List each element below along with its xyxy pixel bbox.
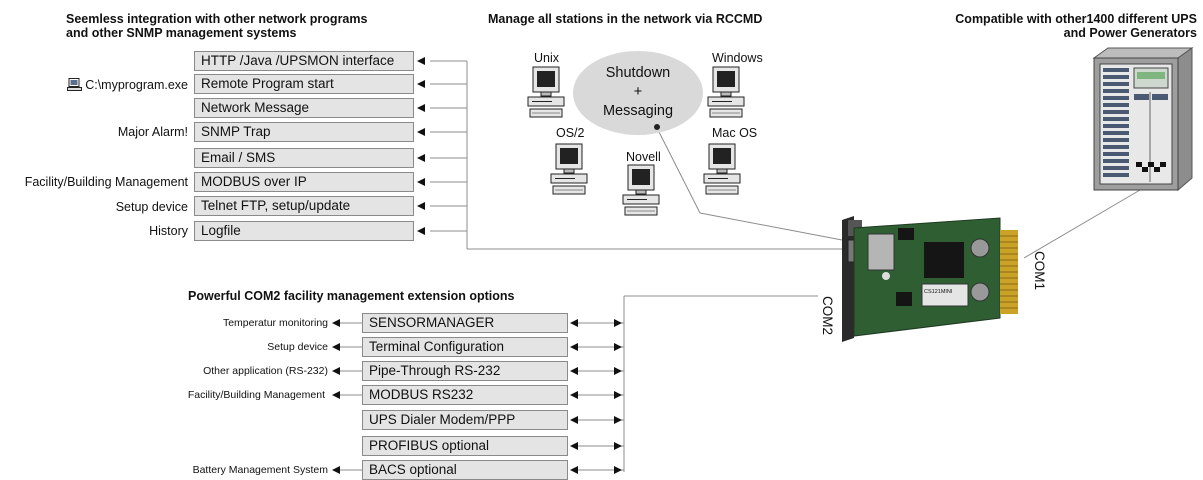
function-box-email-sms: Email / SMS — [194, 148, 414, 168]
function-box-logfile: Logfile — [194, 221, 414, 241]
computer-icon — [527, 66, 565, 118]
station-label-unix: Unix — [534, 51, 560, 65]
integration-heading: Seemless integration with other network … — [66, 12, 367, 40]
computer-icon — [67, 78, 83, 94]
compat-heading: Compatible with other1400 different UPS … — [955, 12, 1197, 40]
ellipse-dot — [654, 124, 660, 130]
function-box-remote-program: Remote Program start — [194, 74, 414, 94]
side-label-setup-device: Setup device — [115, 200, 188, 214]
center-line3: Messaging — [602, 103, 674, 119]
com2-side-setup-device: Setup device — [267, 341, 328, 353]
shutdown-messaging-ellipse — [573, 51, 703, 135]
computer-icon — [622, 164, 660, 216]
ups-cabinet-icon — [1092, 47, 1194, 192]
side-label-facility: Facility/Building Management — [24, 175, 188, 189]
com2-label: COM2 — [820, 295, 836, 336]
side-label-major-alarm: Major Alarm! — [117, 125, 188, 139]
com2-box-profibus: PROFIBUS optional — [362, 436, 568, 456]
com2-side-other-application: Other application (RS-232) — [203, 365, 328, 377]
com2-box-bacs: BACS optional — [362, 460, 568, 480]
rccmd-heading: Manage all stations in the network via R… — [488, 12, 763, 26]
card-chip-label: CS121MINI — [924, 289, 953, 295]
function-box-http: HTTP /Java /UPSMON interface — [194, 51, 414, 71]
function-box-telnet-ftp: Telnet FTP, setup/update — [194, 196, 414, 216]
shutdown-messaging-text: Shutdown + Messaging — [573, 64, 703, 121]
com2-box-terminal-config: Terminal Configuration — [362, 337, 568, 357]
station-label-macos: Mac OS — [712, 126, 758, 140]
center-line1: Shutdown — [605, 65, 671, 81]
com2-side-temperature: Temperatur monitoring — [222, 317, 328, 329]
station-label-novell: Novell — [626, 150, 661, 164]
com2-side-facility: Facility/Building Management — [187, 389, 325, 401]
com2-side-battery: Battery Management System — [192, 464, 328, 476]
computer-icon — [703, 143, 741, 195]
network-card-icon: CS121MINI — [842, 216, 1018, 342]
center-line2: + — [633, 84, 643, 100]
station-label-windows: Windows — [712, 51, 763, 65]
com2-heading: Powerful COM2 facility management extens… — [188, 289, 515, 303]
computer-icon — [707, 66, 745, 118]
station-label-os2: OS/2 — [556, 126, 585, 140]
function-box-snmp-trap: SNMP Trap — [194, 122, 414, 142]
side-label-history: History — [149, 224, 188, 238]
com2-box-pipe-through: Pipe-Through RS-232 — [362, 361, 568, 381]
com1-label: COM1 — [1032, 250, 1048, 291]
side-label-myprogram: C:\myprogram.exe — [67, 78, 188, 94]
compat-heading-line1: Compatible with other1400 different UPS — [955, 12, 1197, 26]
function-box-network-message: Network Message — [194, 98, 414, 118]
com2-box-modbus-rs232: MODBUS RS232 — [362, 385, 568, 405]
integration-heading-line2: and other SNMP management systems — [66, 26, 297, 40]
com2-box-sensormanager: SENSORMANAGER — [362, 313, 568, 333]
function-box-modbus-ip: MODBUS over IP — [194, 172, 414, 192]
com2-box-ups-dialer: UPS Dialer Modem/PPP — [362, 410, 568, 430]
computer-icon — [550, 143, 588, 195]
side-label-myprogram-text: C:\myprogram.exe — [85, 78, 188, 92]
compat-heading-line2: and Power Generators — [1063, 26, 1197, 40]
integration-heading-line1: Seemless integration with other network … — [66, 12, 368, 26]
